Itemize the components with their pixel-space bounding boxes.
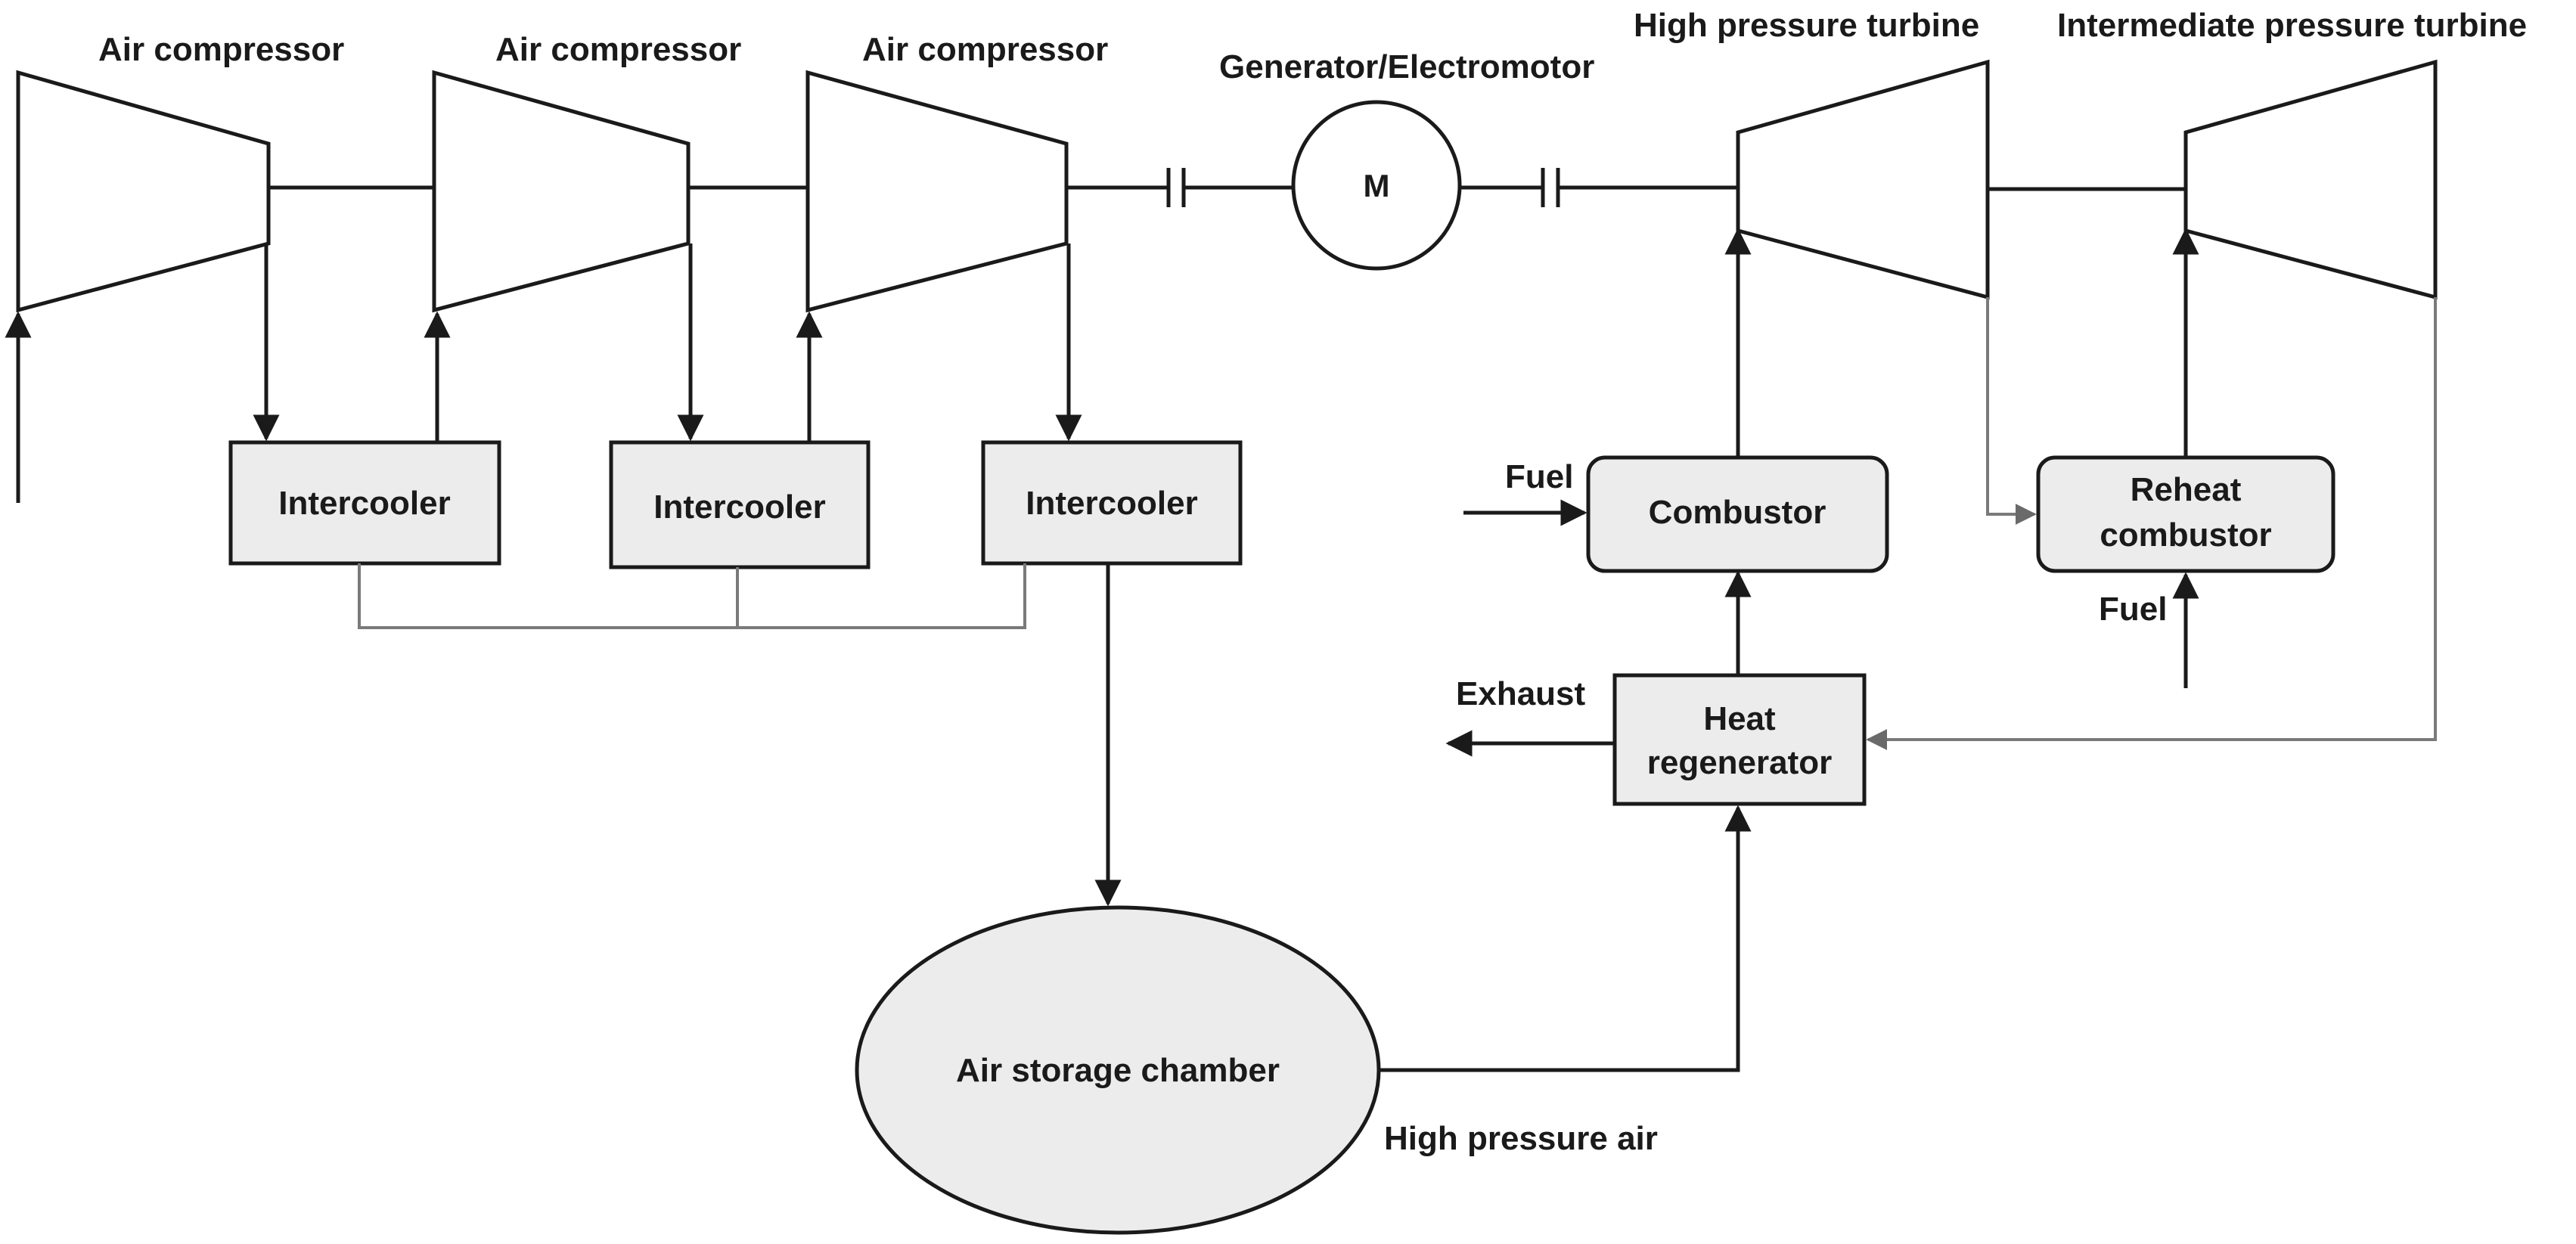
hp-turbine (1736, 59, 1990, 300)
air-storage-label: Air storage chamber (956, 1052, 1280, 1089)
combustor-label: Combustor (1649, 494, 1826, 531)
compressor-2-label: Air compressor (495, 31, 741, 68)
ipt-exhaust-to-regenerator-arrow (1866, 297, 2437, 750)
exhaust-label: Exhaust (1456, 675, 1586, 712)
compressor-1-label: Air compressor (98, 31, 344, 68)
compressor-2 (432, 70, 691, 313)
cooling-manifold (358, 563, 1026, 629)
reheat-combustor-label-2: combustor (2100, 517, 2271, 554)
compressor-3-label: Air compressor (862, 31, 1108, 68)
ip-turbine (2183, 59, 2438, 300)
intercooler-3 (981, 440, 1243, 566)
intercooler-1-label: Intercooler (278, 485, 450, 522)
reheat-combustor-label-1: Reheat (2131, 471, 2242, 508)
heat-regenerator (1612, 673, 1867, 806)
compressor-1 (16, 70, 271, 313)
storage-to-regenerator-arrow (1379, 805, 1752, 1072)
intercooler-2-label: Intercooler (653, 489, 825, 526)
hpt-to-reheat-arrow (1986, 297, 2037, 525)
fuel-1-label: Fuel (1505, 458, 1573, 495)
motor-symbol: M (1364, 168, 1390, 203)
intercooler-1 (228, 440, 501, 566)
hp-turbine-label: High pressure turbine (1634, 7, 1979, 44)
fuel-2-label: Fuel (2099, 591, 2167, 628)
ip-turbine-label: Intermediate pressure turbine (2057, 7, 2527, 44)
compressor-3 (805, 70, 1069, 313)
heat-regenerator-label-1: Heat (1703, 700, 1776, 737)
motor-circle (1291, 100, 1462, 271)
intercooler-2 (609, 440, 871, 569)
generator-label: Generator/Electromotor (1219, 48, 1594, 85)
intercooler-3-label: Intercooler (1026, 485, 1197, 522)
heat-regenerator-label-2: regenerator (1647, 744, 1833, 781)
high-pressure-air-label: High pressure air (1384, 1120, 1658, 1157)
